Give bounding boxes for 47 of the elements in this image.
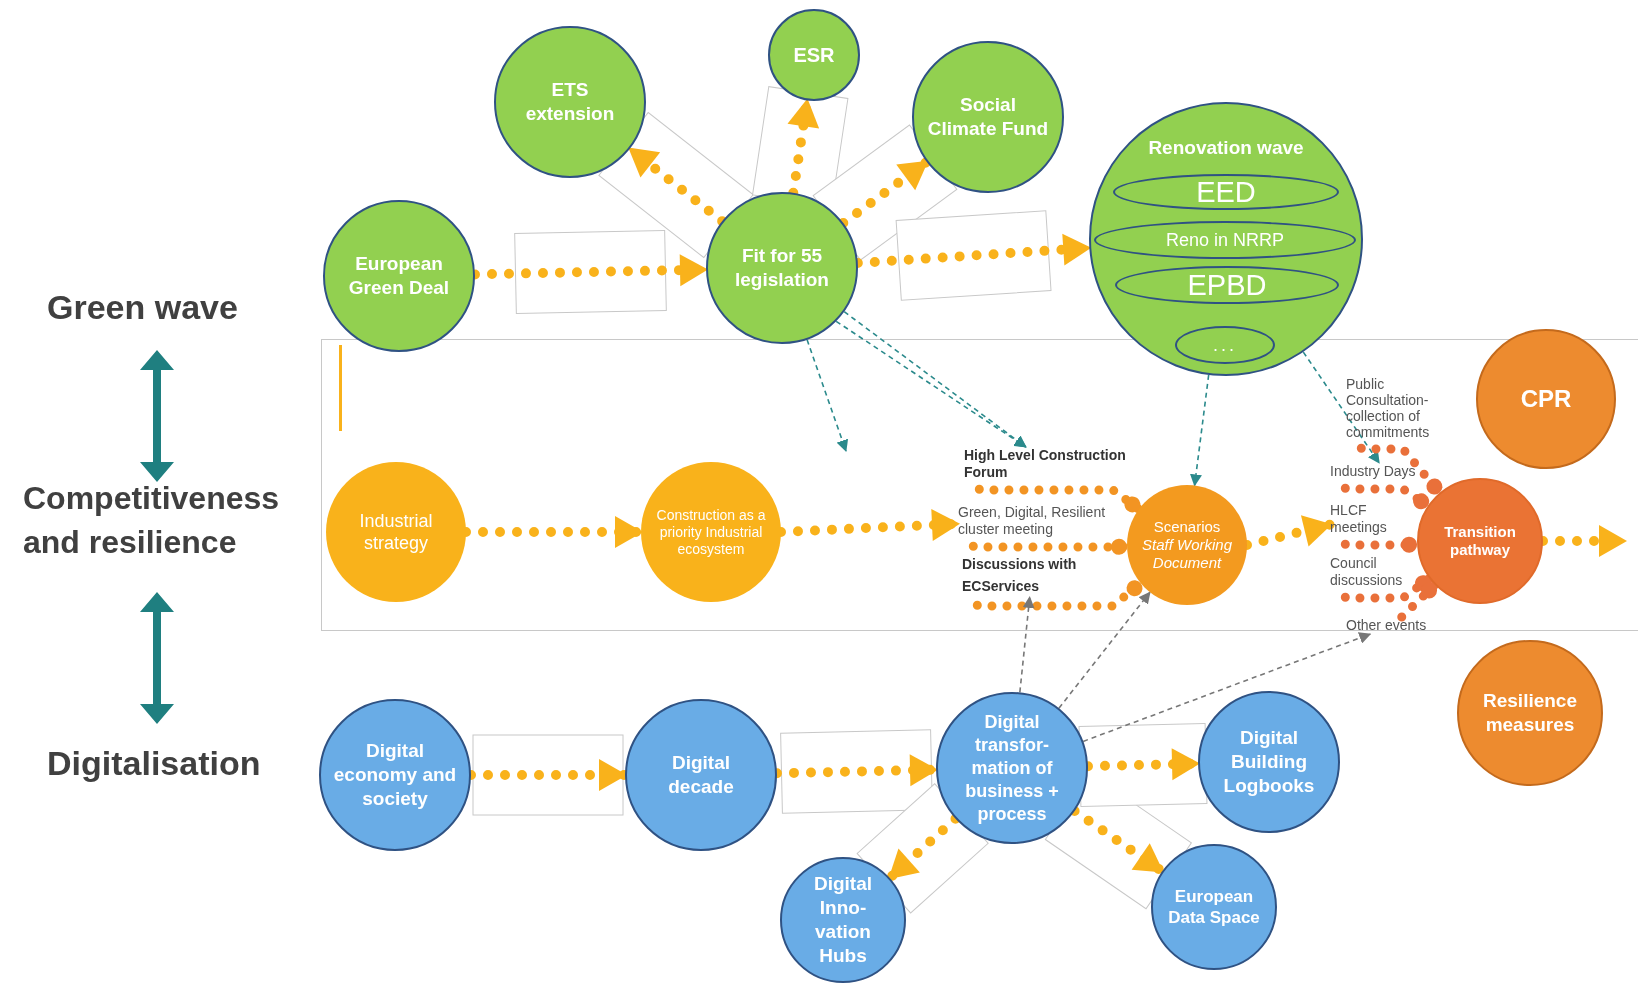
node-label: Digital transfor- mation of business + process <box>964 710 1060 826</box>
node-label: ... <box>1213 334 1237 356</box>
ellipse-tag <box>1115 266 1339 304</box>
node-label: ETS extension <box>524 78 616 126</box>
dot-trail <box>1397 580 1440 622</box>
node-label: Digital economy and society <box>332 739 458 811</box>
node-label: EPBD <box>1187 269 1267 301</box>
node-label: Digital decade <box>667 751 735 799</box>
node-label: Reno in NRRP <box>1165 229 1284 251</box>
node-label: European Data Space <box>1167 886 1261 928</box>
event-label: High Level Construction Forum <box>964 447 1134 481</box>
node-label: Resilience measures <box>1482 689 1578 737</box>
event-label: Public Consultation-collection of commitments <box>1346 376 1470 440</box>
node-label: Digital Inno- vation Hubs <box>812 872 874 968</box>
event-label: Other events <box>1346 617 1440 634</box>
row-heading: Competitiveness and resilience <box>23 479 281 562</box>
ellipse-tag <box>1094 221 1356 259</box>
node-label: Scenarios <box>1153 518 1221 536</box>
dotted-arrow <box>884 813 961 883</box>
node-label: Social Climate Fund <box>926 93 1050 141</box>
event-label: HLCF meetings <box>1330 502 1410 536</box>
node-label: Digital Building Logbooks <box>1222 726 1316 798</box>
event-label: Green, Digital, Resilient cluster meeting <box>958 504 1130 538</box>
ellipse-tag <box>1175 326 1275 364</box>
node-label: ESR <box>793 43 835 68</box>
dashed-arrow <box>806 338 849 452</box>
node-label: Staff Working Document <box>1141 536 1233 572</box>
node-label: European Green Deal <box>347 252 451 300</box>
node-label: Transition pathway <box>1443 523 1517 559</box>
event-label: Discussions with ECServices <box>962 553 1102 597</box>
node-label: CPR <box>1520 384 1572 414</box>
row-heading: Green wave <box>47 287 238 328</box>
dashed-arrow <box>1058 591 1151 709</box>
row-heading: Digitalisation <box>47 743 261 784</box>
node-label: Construction as a priority Industrial ecosystem <box>655 506 767 558</box>
node-label: Industrial strategy <box>358 510 434 554</box>
event-label: Industry Days <box>1330 463 1440 480</box>
ellipse-tag <box>1113 174 1339 210</box>
dashed-arrow <box>1302 351 1380 464</box>
node-label: Renovation wave <box>1148 136 1304 160</box>
event-label: Council discussions <box>1330 555 1420 589</box>
dotted-arrow <box>838 156 932 229</box>
dashed-arrow <box>1019 596 1035 694</box>
node-label: Fit for 55 legislation <box>734 244 830 292</box>
node-label: EED <box>1196 176 1256 208</box>
dashed-arrow <box>1190 374 1210 487</box>
dashed-arrow <box>1082 632 1372 743</box>
